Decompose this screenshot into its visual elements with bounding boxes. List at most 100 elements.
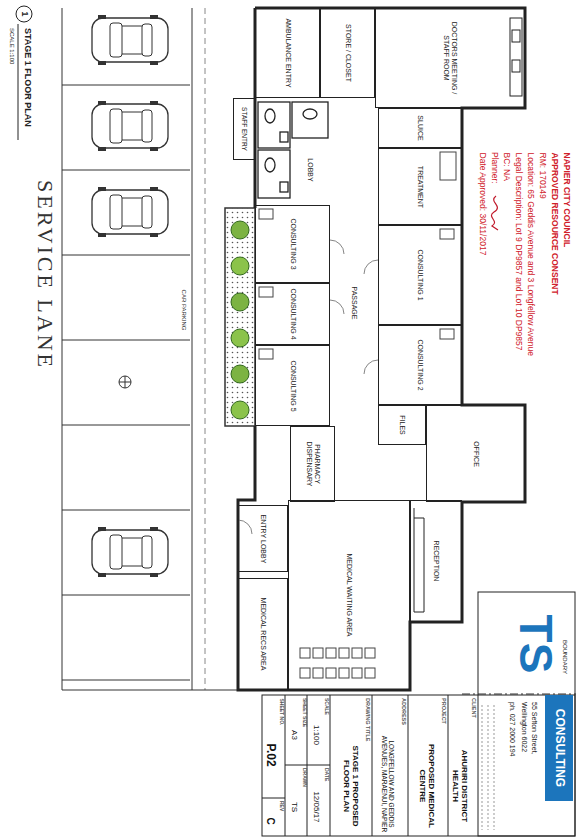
title-block [488, 705, 489, 830]
parked-cars [92, 101, 168, 151]
logo-text: CONSULTING [552, 698, 565, 798]
scale-note: SCALE 1:100 [9, 28, 16, 108]
door-swings [364, 260, 378, 274]
consulting-desks [440, 329, 454, 339]
planner-signature [491, 196, 498, 230]
parking-area [62, 85, 190, 86]
room-label: CONSULTING 3 [288, 208, 296, 280]
consent-stamp: Date Approved: 30/11/2017 [477, 152, 486, 397]
waiting-chairs [352, 668, 362, 678]
title-heading: CLIENT [471, 698, 477, 748]
room-box: MEDICAL RECS AREA [238, 578, 288, 690]
door-swings [330, 240, 344, 254]
title-value: AHURIRI DISTRICT HEALTH [450, 740, 468, 832]
garden-strip [225, 208, 255, 426]
room-box: SLUICE [378, 108, 462, 148]
toilet-rooms [258, 150, 290, 198]
planner-signature [491, 196, 498, 230]
title-block [262, 592, 575, 836]
room-box: FILES [378, 405, 426, 445]
room-label: AMBULANCE ENTRY [283, 11, 291, 95]
door-swings [238, 520, 252, 534]
room-box: STAFF ENTRY [233, 98, 255, 160]
consent-stamp: NAPIER CITY COUNCIL [561, 152, 570, 397]
waiting-chairs [326, 648, 336, 658]
parking-area [62, 340, 190, 341]
title-value: STAGE 1 PROPOSED FLOOR PLAN [341, 740, 359, 832]
consulting-desks [259, 209, 273, 219]
consulting-desks [440, 152, 456, 180]
title-block [494, 705, 495, 830]
waiting-chairs [339, 668, 349, 678]
area-label: CAR PARKING [181, 280, 188, 340]
waiting-chairs [365, 668, 375, 678]
toilet-rooms [280, 182, 288, 192]
kitchen-bench [512, 60, 520, 72]
consent-stamp: Legal Description: Lot 9 DP9857 and Lot … [513, 152, 522, 397]
kitchen-bench [512, 30, 520, 42]
room-label: STAFF ENTRY [240, 101, 247, 157]
light-pole-symbol [125, 376, 126, 388]
title-heading: DRAWING TITLE [365, 698, 371, 758]
kitchen-bench [510, 18, 522, 96]
boundary-label: BOUNDARY [562, 640, 569, 690]
consulting-desks [440, 229, 454, 239]
waiting-chairs [365, 648, 375, 658]
consulting-desks [259, 287, 273, 297]
company-address: Wellington 6022 [520, 702, 528, 794]
room-box: PHARMACY DISPENSARY [290, 426, 335, 502]
parking-area [205, 8, 206, 690]
title-value: 12/05/17 [312, 782, 321, 832]
room-label: CONSULTING 1 [416, 228, 424, 322]
room-box: CONSULTING 3 [255, 205, 330, 283]
title-heading: SHEET NO. [278, 698, 284, 743]
room-label: STORE / CLOSET [343, 11, 351, 95]
parking-area [62, 255, 190, 256]
toilet-rooms [280, 132, 288, 142]
toilet-rooms [258, 102, 290, 148]
room-label: PASSAGE [350, 203, 358, 402]
waiting-chairs [313, 648, 323, 658]
revision-letter: C [265, 810, 276, 832]
consent-stamp: Location: 65 Geddis Avenue and 3 Longfel… [525, 152, 534, 397]
title-value: A3 [290, 712, 299, 758]
title-block [262, 798, 285, 799]
reception-counter [414, 508, 424, 612]
title-block [482, 705, 483, 830]
room-label: RECEPTION [432, 503, 440, 619]
parking-area [62, 680, 190, 681]
title-value: LONGFELLOW AND GEDDIS AVENUES, MARAENUI,… [381, 735, 395, 832]
room-box: CONSULTING 4 [255, 283, 330, 345]
room-label: OFFICE [471, 408, 479, 499]
room-box: CONSULTING 5 [255, 345, 330, 426]
garden-strip [231, 401, 249, 419]
door-swings [238, 240, 378, 534]
room-label: SLUICE [416, 111, 424, 145]
title-heading: DATE [323, 768, 329, 808]
logo-text: TS [511, 598, 562, 690]
toilet-rooms [258, 102, 328, 198]
room-box: AMBULANCE ENTRY [255, 8, 320, 98]
room-box: MEDICAL WAITING AREA [288, 500, 410, 690]
toilet-rooms [292, 102, 328, 138]
parking-area [62, 510, 190, 511]
parking-area [62, 595, 190, 596]
room-label: LOBBY [306, 143, 314, 197]
company-phone: ph. 027 2000 194 [508, 702, 516, 794]
drawing-title: STAGE 1 FLOOR PLAN [23, 28, 33, 138]
room-label: DOCTORS MEETING / STAFF ROOM [442, 11, 458, 105]
garden-strip [231, 365, 249, 383]
title-block [478, 592, 575, 836]
door-swings [364, 360, 378, 374]
waiting-chairs [300, 648, 375, 678]
room-box: PASSAGE [330, 200, 378, 405]
kitchen-bench [510, 18, 522, 96]
toilet-rooms [303, 109, 317, 119]
garden-strip [231, 221, 249, 239]
consent-stamp: APPROVED RESOURCE CONSENT [549, 152, 558, 397]
room-label: TREATMENT [416, 151, 424, 222]
door-swings [330, 300, 344, 314]
